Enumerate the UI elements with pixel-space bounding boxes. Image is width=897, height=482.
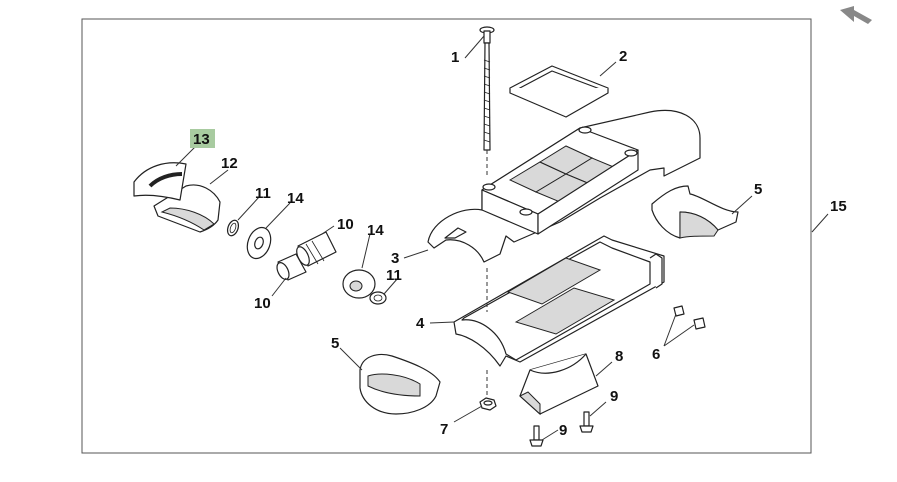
part-label <box>133 162 187 201</box>
part-wedge-block <box>519 353 599 416</box>
callout-11-upper[interactable]: 11 <box>255 185 271 202</box>
callout-9-right[interactable]: 9 <box>610 388 618 405</box>
callout-12[interactable]: 12 <box>221 155 238 172</box>
part-washer-lower <box>342 269 376 299</box>
diagram-frame <box>81 18 812 454</box>
part-snap-ring-upper <box>226 219 240 237</box>
callout-10-upper[interactable]: 10 <box>337 216 354 233</box>
callout-numbers: 1 2 3 4 5 5 6 7 8 9 9 10 10 11 11 12 13 … <box>190 48 847 439</box>
callout-6[interactable]: 6 <box>652 346 660 363</box>
callout-5-upper[interactable]: 5 <box>754 181 762 198</box>
callout-1[interactable]: 1 <box>451 49 459 66</box>
callout-10-lower[interactable]: 10 <box>254 295 271 312</box>
callout-7[interactable]: 7 <box>440 421 448 438</box>
part-snap-ring-lower <box>369 291 387 305</box>
callout-14-upper[interactable]: 14 <box>287 190 304 207</box>
part-pads <box>673 305 706 330</box>
arrow-left-icon[interactable] <box>838 4 874 26</box>
part-bolt <box>479 26 495 178</box>
callout-2[interactable]: 2 <box>619 48 627 65</box>
part-bearing-lower <box>359 353 441 415</box>
callout-13[interactable]: 13 <box>193 131 210 148</box>
part-screw-left <box>529 425 544 447</box>
callout-13-highlight <box>190 129 215 148</box>
part-washer-upper <box>246 226 272 260</box>
part-lower-housing <box>453 235 665 396</box>
part-nut <box>479 397 497 411</box>
callout-8[interactable]: 8 <box>615 348 623 365</box>
leader-lines <box>175 35 829 441</box>
part-gasket <box>509 65 609 118</box>
callout-11-lower[interactable]: 11 <box>386 267 402 284</box>
callout-9-left[interactable]: 9 <box>559 422 567 439</box>
part-pin-upper <box>296 231 337 267</box>
callout-4[interactable]: 4 <box>416 315 425 332</box>
part-screw-right <box>579 411 594 433</box>
callout-15[interactable]: 15 <box>830 198 847 215</box>
callout-14-lower[interactable]: 14 <box>367 222 384 239</box>
part-pin-lower <box>276 253 307 281</box>
part-bearing-upper <box>651 185 739 239</box>
part-upper-housing <box>427 109 701 263</box>
callout-3[interactable]: 3 <box>391 250 399 267</box>
callout-5-lower[interactable]: 5 <box>331 335 339 352</box>
